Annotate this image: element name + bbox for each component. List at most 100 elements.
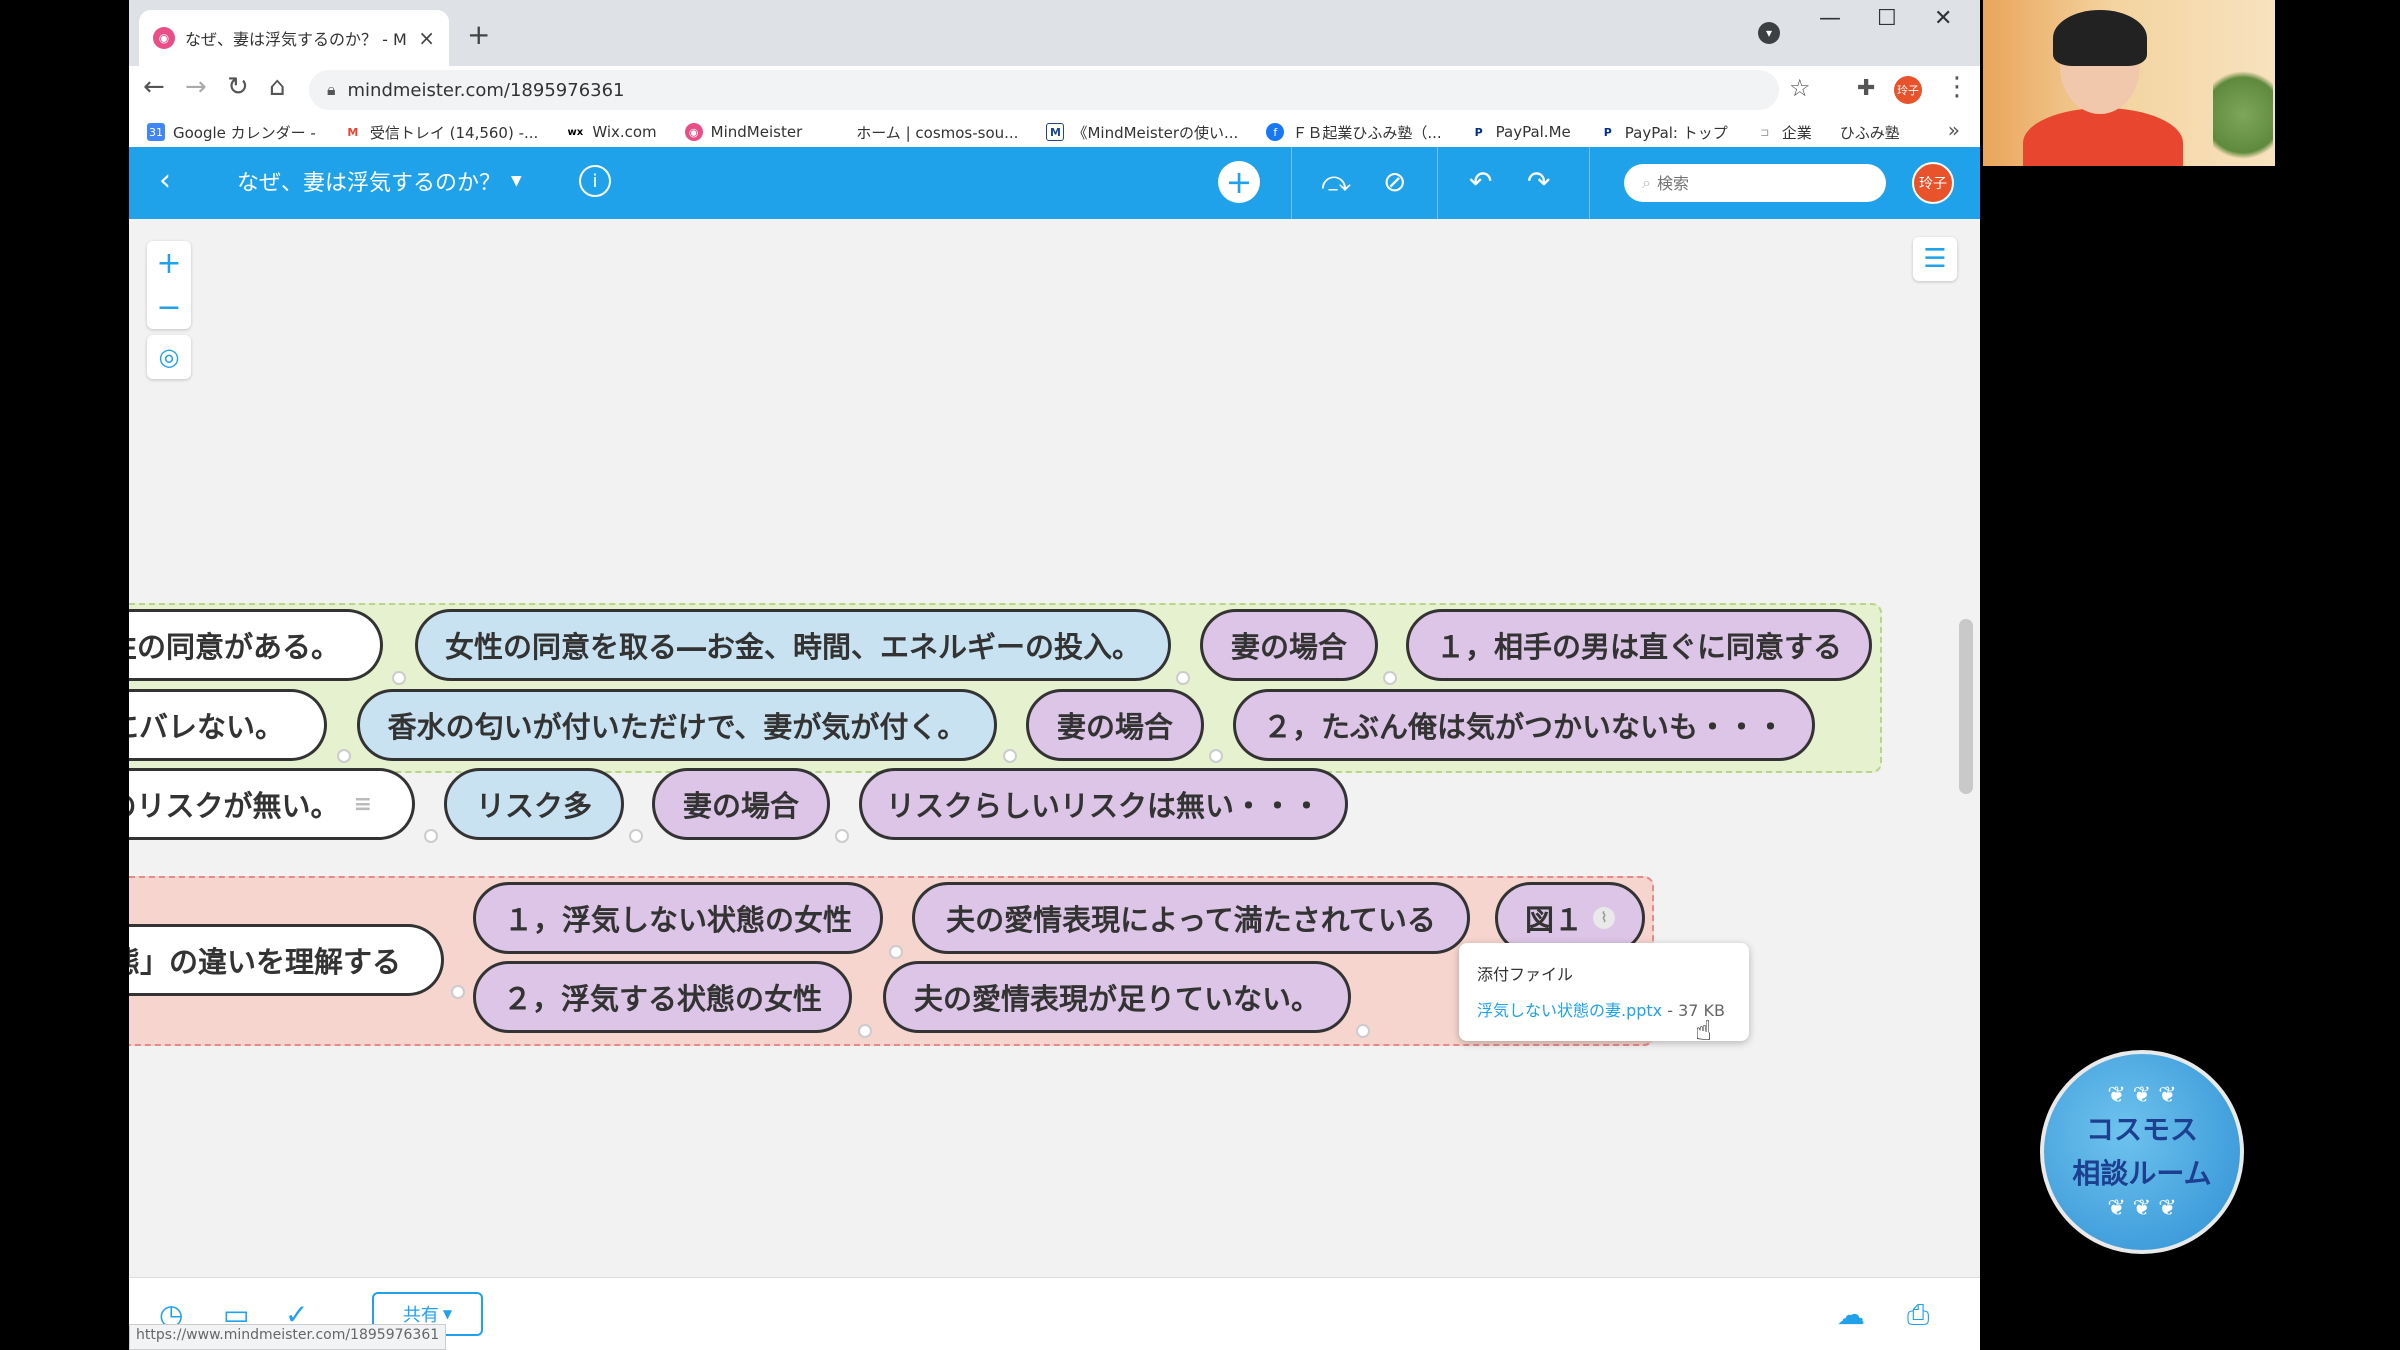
bookmark-paypal-me[interactable]: P PayPal.Me (1469, 123, 1571, 141)
bookmark-facebook[interactable]: f ＦＢ起業ひふみ塾（... (1266, 122, 1442, 143)
bookmark-wix[interactable]: wx Wix.com (566, 123, 657, 141)
node-handle[interactable] (451, 985, 465, 999)
node-handle[interactable] (1383, 671, 1397, 685)
topic-node[interactable]: 性の同意がある。 (129, 609, 383, 681)
bookmark-paypal-top[interactable]: P PayPal: トップ (1598, 122, 1728, 143)
laurel-icon: ❦ ❦ ❦ (2107, 1083, 2177, 1108)
attachment-link[interactable]: 浮気しない状態の妻.pptx (1477, 1001, 1663, 1020)
tab-search-icon[interactable]: ▾ (1758, 22, 1780, 44)
bottom-toolbar: ◷ ▭ ✓ 共有 ▼ ☁︎ ⎙ https://www.mindmeister.… (129, 1277, 1980, 1350)
node-handle[interactable] (337, 749, 351, 763)
close-window-button[interactable]: ✕ (1934, 6, 1953, 31)
mindmeister-header: ‹ なぜ、妻は浮気するのか？ ▼ i + ⤼ ⊘ ↶ ↷ ⌕ 玲子 (129, 147, 1980, 219)
topic-node[interactable]: 図１⌇ (1495, 882, 1645, 954)
note-icon[interactable]: ≡ (353, 791, 372, 817)
bookmark-mindmeister[interactable]: ◉ MindMeister (684, 123, 802, 141)
bookmark-kigyo[interactable]: ⊐ 企業 (1755, 122, 1812, 143)
node-handle[interactable] (1209, 749, 1223, 763)
paperclip-icon[interactable]: ⌇ (1593, 907, 1615, 929)
url-field[interactable]: 🔒︎ mindmeister.com/1895976361 (309, 70, 1779, 110)
topic-node[interactable]: リスクらしいリスクは無い・・・ (859, 768, 1348, 840)
topic-text: 性の同意がある。 (129, 630, 340, 664)
topic-node[interactable]: 女性の同意を取る―お金、時間、エネルギーの投入。 (415, 609, 1171, 681)
mindmap-canvas[interactable]: + − ◎ ☰ 性の同意がある。 女性の同意を取る―お金、時間、エネルギーの投入… (129, 219, 1980, 1277)
node-handle[interactable] (1356, 1024, 1370, 1038)
topic-text: 夫の愛情表現が足りていない。 (913, 982, 1320, 1016)
minimize-button[interactable]: — (1819, 6, 1841, 31)
browser-menu-icon[interactable]: ⋮ (1944, 72, 1970, 102)
print-icon[interactable]: ⎙ (1907, 1298, 1930, 1331)
topic-node[interactable]: 夫の愛情表現が足りていない。 (883, 961, 1351, 1033)
hamburger-menu-icon[interactable]: ☰ (1913, 237, 1957, 281)
bookmark-google-calendar[interactable]: 31 Google カレンダー - (147, 122, 316, 143)
node-handle[interactable] (889, 945, 903, 959)
vertical-scrollbar[interactable] (1959, 619, 1973, 794)
bookmark-star-icon[interactable]: ☆ (1789, 74, 1811, 102)
more-bookmarks-icon[interactable]: » (1947, 118, 1960, 142)
connect-icon[interactable]: ⤼ (1321, 165, 1351, 198)
search-input[interactable] (1656, 173, 1886, 193)
topic-node[interactable]: にバレない。 (129, 689, 327, 761)
user-avatar[interactable]: 玲子 (1912, 162, 1954, 204)
tab-close-icon[interactable]: × (418, 26, 435, 50)
attachment-popup: 添付ファイル 浮気しない状態の妻.pptx - 37 KB (1459, 943, 1749, 1041)
node-handle[interactable] (1003, 749, 1017, 763)
node-handle[interactable] (424, 829, 438, 843)
topic-node[interactable]: のリスクが無い。≡ (129, 768, 415, 840)
undo-icon[interactable]: ↶ (1469, 165, 1493, 198)
bookmark-label: Wix.com (592, 123, 657, 141)
url-text: mindmeister.com/1895976361 (347, 79, 625, 101)
node-handle[interactable] (858, 1024, 872, 1038)
maximize-button[interactable]: ☐ (1877, 6, 1897, 31)
back-chevron-icon[interactable]: ‹ (159, 163, 171, 198)
search-field[interactable]: ⌕ (1624, 164, 1886, 202)
bookmark-cosmos[interactable]: ホーム | cosmos-sou... (830, 122, 1018, 143)
topic-node[interactable]: １，浮気しない状態の女性 (473, 882, 883, 954)
topic-text: 態」の違いを理解する (129, 945, 401, 979)
zoom-in-button[interactable]: + (156, 245, 182, 281)
topic-node[interactable]: 態」の違いを理解する (129, 924, 444, 996)
checkmark-icon[interactable]: ✓ (285, 1298, 309, 1331)
topic-node[interactable]: リスク多 (444, 768, 624, 840)
topic-node[interactable]: １，相手の男は直ぐに同意する (1406, 609, 1872, 681)
profile-avatar[interactable]: 玲子 (1894, 76, 1922, 104)
bookmark-gmail[interactable]: M 受信トレイ (14,560) -... (343, 122, 538, 143)
topic-node[interactable]: 妻の場合 (1200, 609, 1378, 681)
add-topic-button[interactable]: + (1218, 161, 1260, 203)
topic-node[interactable]: ２，浮気する状態の女性 (473, 961, 852, 1033)
back-arrow-icon[interactable]: ← (143, 72, 165, 102)
center-map-icon[interactable]: ◎ (147, 335, 191, 379)
node-handle[interactable] (1176, 671, 1190, 685)
browser-window: ◉ なぜ、妻は浮気するのか？ - MindM × + ▾ — ☐ ✕ ← → ↻… (129, 0, 1980, 1350)
node-handle[interactable] (629, 829, 643, 843)
reload-icon[interactable]: ↻ (227, 72, 249, 102)
no-style-icon[interactable]: ⊘ (1383, 165, 1407, 198)
popup-title: 添付ファイル (1477, 965, 1574, 984)
topic-node[interactable]: ２，たぶん俺は気がつかいないも・・・ (1233, 689, 1815, 761)
node-handle[interactable] (392, 671, 406, 685)
webcam-video (1983, 0, 2275, 166)
forward-arrow-icon[interactable]: → (185, 72, 207, 102)
webcam-plant (2213, 60, 2273, 166)
topic-node[interactable]: 夫の愛情表現によって満たされている (912, 882, 1470, 954)
map-title-dropdown[interactable]: なぜ、妻は浮気するのか？ ▼ (237, 165, 522, 197)
bookmark-mindmeister-guide[interactable]: M 《MindMeisterの使い... (1046, 122, 1238, 143)
bookmark-hifumi[interactable]: ひふみ塾 (1840, 122, 1900, 143)
topic-text: １，相手の男は直ぐに同意する (1435, 630, 1842, 664)
zoom-controls: + − (147, 241, 191, 329)
new-tab-button[interactable]: + (467, 18, 491, 51)
redo-icon[interactable]: ↷ (1527, 165, 1551, 198)
home-icon[interactable]: ⌂ (269, 72, 286, 102)
cloud-download-icon[interactable]: ☁︎ (1837, 1298, 1865, 1331)
node-handle[interactable] (835, 829, 849, 843)
topic-node[interactable]: 香水の匂いが付いただけで、妻が気が付く。 (357, 689, 997, 761)
browser-tab[interactable]: ◉ なぜ、妻は浮気するのか？ - MindM × (139, 10, 449, 66)
status-bar-url: https://www.mindmeister.com/1895976361 (129, 1324, 447, 1350)
laurel-icon: ❦ ❦ ❦ (2107, 1196, 2177, 1221)
topic-node[interactable]: 妻の場合 (652, 768, 830, 840)
extensions-icon[interactable]: ✚ (1857, 76, 1876, 101)
topic-node[interactable]: 妻の場合 (1026, 689, 1204, 761)
zoom-out-button[interactable]: − (156, 289, 182, 325)
info-icon[interactable]: i (579, 165, 611, 197)
